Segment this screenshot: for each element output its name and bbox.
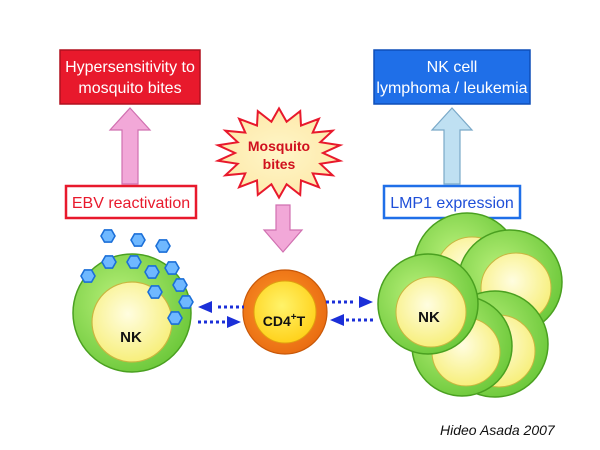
cd4-text: CD4 [263, 313, 291, 329]
ebv-label: EBV reactivation [72, 195, 190, 212]
lightblue-up-arrow [430, 107, 474, 185]
hypersensitivity-box: Hypersensitivity to mosquito bites [59, 49, 201, 105]
virus-particle-icon [155, 239, 171, 253]
virus-particle-icon [80, 269, 96, 283]
burst-line2: bites [263, 156, 296, 172]
nk-right-label: NK [418, 309, 440, 326]
hypersensitivity-line1: Hypersensitivity to [65, 59, 195, 76]
lmp1-expression-box: LMP1 expression [382, 184, 522, 220]
cd4-superscript: + [291, 312, 297, 323]
mosquito-bites-burst: Mosquito bites [214, 106, 344, 200]
nk-cell-cluster: NK [377, 212, 563, 398]
nk-lymphoma-line2: lymphoma / leukemia [376, 80, 527, 97]
dotted-arrows-left [198, 301, 244, 328]
virus-particle-icon [126, 255, 142, 269]
nk-cell-left: NK [72, 253, 192, 373]
nk-lymphoma-box: NK cell lymphoma / leukemia [373, 49, 531, 105]
burst-line1: Mosquito [248, 138, 310, 154]
nk-cell-cluster-front: NK [377, 253, 479, 355]
cd4-t-cell: CD4+T [242, 269, 328, 355]
virus-particle-icon [144, 265, 160, 279]
virus-particle-icon [101, 255, 117, 269]
author-credit: Hideo Asada 2007 [440, 422, 555, 438]
lmp1-label: LMP1 expression [390, 195, 514, 212]
pink-down-arrow [262, 204, 304, 253]
nk-lymphoma-line1: NK cell [427, 59, 478, 76]
pink-up-arrow [108, 107, 152, 185]
virus-particle-icon [167, 311, 183, 325]
virus-particle-icon [164, 261, 180, 275]
virus-particle-icon [130, 233, 146, 247]
nk-left-label: NK [120, 329, 142, 346]
hypersensitivity-line2: mosquito bites [78, 80, 181, 97]
ebv-virus-particles [80, 229, 194, 325]
virus-particle-icon [172, 278, 188, 292]
ebv-reactivation-box: EBV reactivation [64, 184, 198, 220]
virus-particle-icon [147, 285, 163, 299]
virus-particle-icon [178, 295, 194, 309]
dotted-arrows-right [326, 296, 374, 326]
cd4-label: CD4+T [263, 312, 306, 329]
cd4-suffix: T [297, 313, 306, 329]
virus-particle-icon [100, 229, 116, 243]
